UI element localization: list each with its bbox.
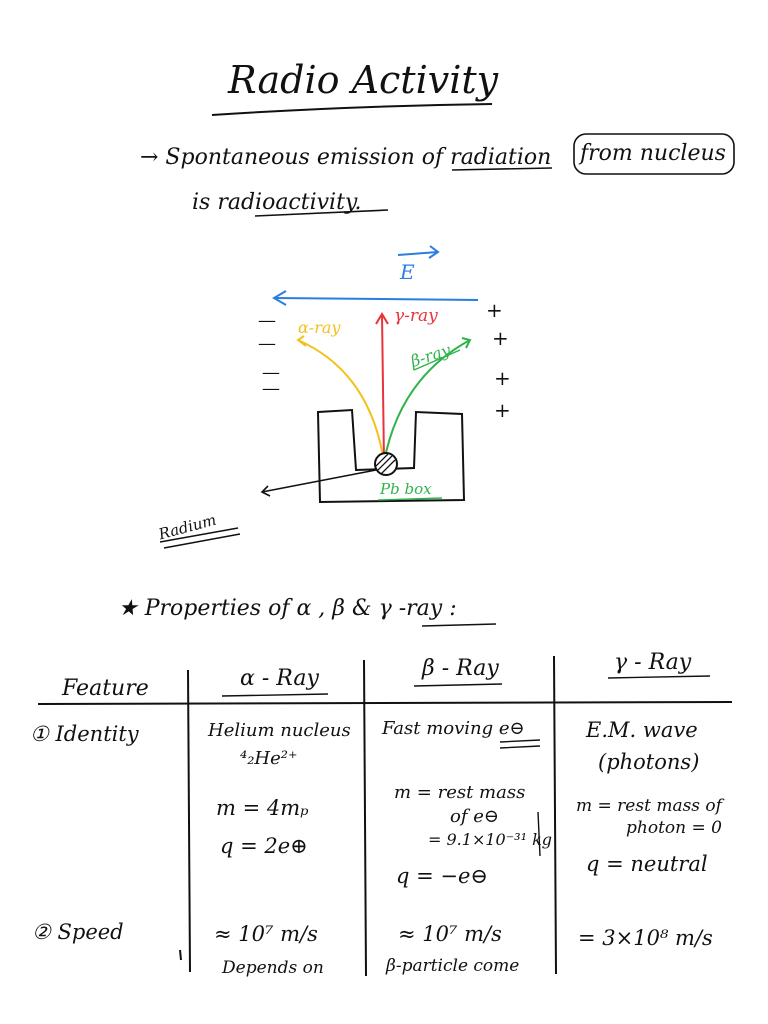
minus-sign: — bbox=[258, 310, 276, 331]
minus-sign: — bbox=[262, 378, 280, 399]
alpha-identity: Helium nucleus bbox=[208, 720, 351, 741]
pb-box-label: Pb box bbox=[380, 480, 432, 498]
gamma-speed: = 3×10⁸ m/s bbox=[578, 926, 713, 950]
beta-mass-value: = 9.1×10⁻³¹ kg bbox=[428, 830, 552, 849]
beta-row3: β-particle come bbox=[386, 956, 520, 976]
alpha-ray-path bbox=[297, 339, 385, 463]
plus-sign: + bbox=[494, 366, 511, 390]
table-column-divider bbox=[187, 669, 191, 973]
feature-identity: ① Identity bbox=[30, 722, 139, 746]
alpha-helium-symbol: ⁴₂He²⁺ bbox=[240, 748, 298, 769]
radium-source bbox=[374, 452, 398, 476]
field-label: E bbox=[400, 260, 415, 284]
radium-pointer bbox=[261, 469, 377, 493]
gamma-mass: m = rest mass of bbox=[576, 796, 722, 816]
alpha-speed: ≈ 10⁷ m/s bbox=[214, 922, 318, 946]
beta-mass: m = rest mass bbox=[394, 782, 526, 803]
gamma-charge: q = neutral bbox=[586, 852, 708, 876]
properties-heading: ★ Properties of α , β & γ -ray : bbox=[118, 596, 457, 621]
beta-ray-path bbox=[383, 339, 471, 463]
radiation-underline bbox=[451, 167, 553, 171]
word-radiation: radiation bbox=[450, 145, 552, 170]
gamma-identity: E.M. wave bbox=[586, 718, 698, 742]
alpha-mass: m = 4mₚ bbox=[216, 796, 309, 820]
beta-mass-of: of e⊖ bbox=[450, 806, 499, 827]
definition-line-1: → Spontaneous emission of radiation bbox=[140, 145, 551, 170]
gamma-ray-path bbox=[381, 313, 385, 463]
word-from-nucleus: from nucleus bbox=[580, 141, 726, 166]
table-header-alpha: α - Ray bbox=[240, 666, 319, 691]
title-underline bbox=[211, 103, 493, 116]
table-column-divider bbox=[553, 655, 557, 975]
table-header-beta: β - Ray bbox=[422, 656, 499, 681]
plus-sign: + bbox=[492, 326, 509, 350]
radioactivity-underline bbox=[254, 209, 389, 217]
beta-identity: Fast moving e⊖ bbox=[382, 718, 525, 739]
definition-prefix: → Spontaneous emission of bbox=[140, 145, 451, 170]
from-nucleus-box bbox=[573, 133, 735, 175]
table-header-gamma: γ - Ray bbox=[614, 650, 692, 675]
definition-line-2: is radioactivity. bbox=[192, 190, 362, 215]
gamma-mass-value: photon = 0 bbox=[626, 818, 722, 838]
beta-charge: q = −e⊖ bbox=[396, 864, 489, 888]
plus-sign: + bbox=[486, 298, 503, 322]
minus-sign: — bbox=[258, 333, 276, 354]
feature-speed: ② Speed bbox=[32, 920, 124, 944]
field-vector-arrow bbox=[397, 251, 439, 256]
alpha-charge: q = 2e⊕ bbox=[220, 834, 308, 858]
alpha-ray-label: α-ray bbox=[298, 318, 341, 337]
lead-box bbox=[316, 408, 466, 504]
plus-sign: + bbox=[494, 398, 511, 422]
table-header-line bbox=[37, 701, 733, 705]
field-line bbox=[273, 297, 479, 301]
gamma-photons: (photons) bbox=[598, 750, 700, 774]
alpha-row3: Depends on bbox=[222, 958, 324, 978]
minus-sign: — bbox=[262, 362, 280, 383]
radium-underline bbox=[159, 527, 241, 549]
table-header-feature: Feature bbox=[62, 676, 149, 701]
table-column-divider bbox=[363, 659, 367, 977]
beta-speed: ≈ 10⁷ m/s bbox=[398, 922, 502, 946]
gamma-ray-label: γ-ray bbox=[394, 306, 438, 326]
page-title: Radio Activity bbox=[228, 58, 499, 102]
